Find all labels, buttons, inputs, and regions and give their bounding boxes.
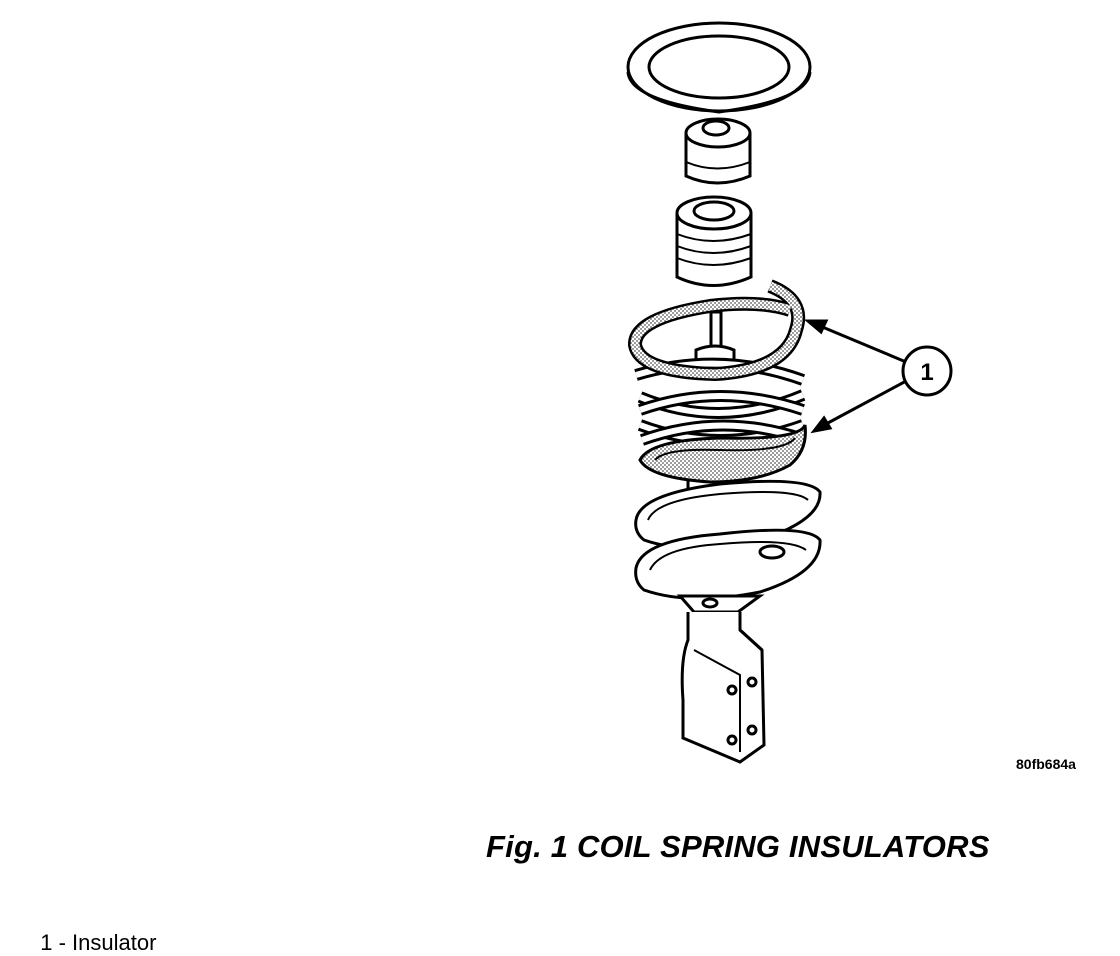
callout-number: 1 bbox=[920, 359, 933, 386]
bearing-cap bbox=[684, 117, 752, 185]
lower-spring-seat bbox=[634, 528, 822, 601]
figure-caption: Fig. 1 COIL SPRING INSULATORS bbox=[486, 829, 990, 864]
callout-leaders bbox=[803, 319, 909, 434]
lower-spring-insulator bbox=[638, 424, 807, 484]
strut-assembly-illustration: 1 bbox=[626, 21, 953, 764]
upper-mount-ring bbox=[626, 21, 812, 114]
legend: 1 - Insulator bbox=[28, 904, 156, 956]
knuckle-bracket bbox=[676, 594, 766, 764]
coil-spring bbox=[634, 357, 806, 446]
upper-spring-insulator bbox=[628, 279, 806, 382]
figure-code: 80fb684a bbox=[1016, 756, 1076, 772]
jounce-bumper bbox=[675, 195, 753, 287]
callout-marker: 1 bbox=[901, 345, 953, 397]
